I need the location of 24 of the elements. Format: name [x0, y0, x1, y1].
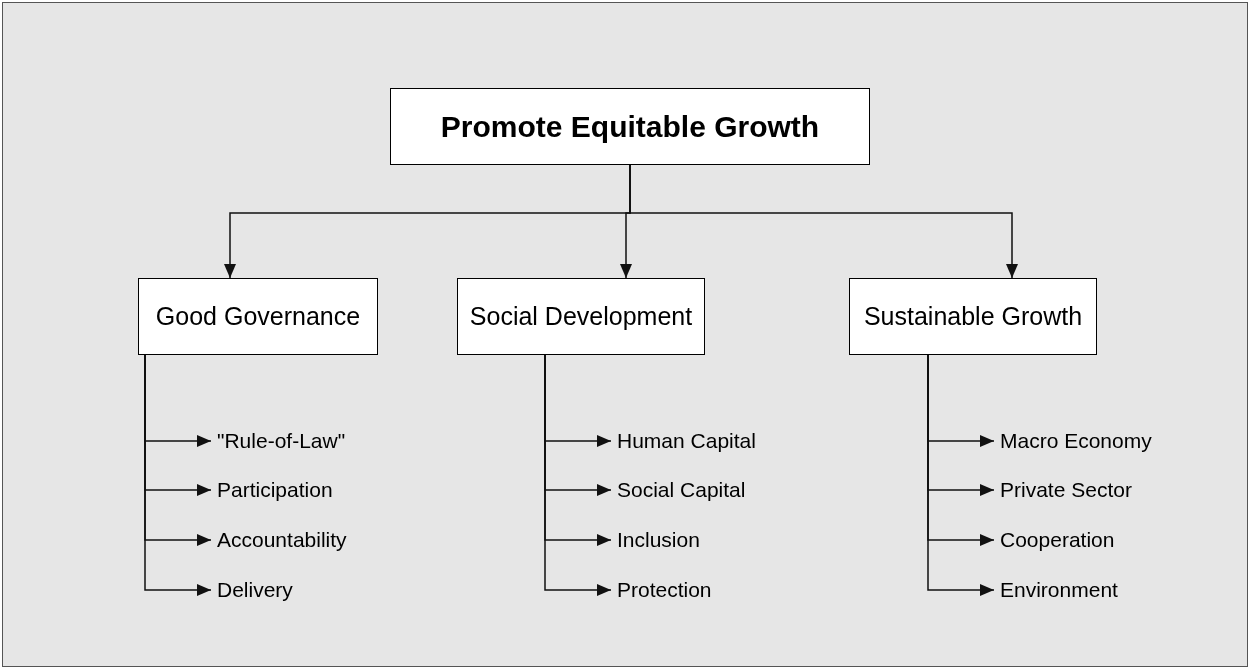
item-label: Cooperation [1000, 527, 1115, 554]
node-box [138, 278, 378, 355]
node-box [390, 88, 870, 165]
arrow [144, 354, 212, 596]
node-label: Social Development [469, 300, 693, 332]
item-label: Human Capital [617, 428, 756, 455]
item-label: Macro Economy [1000, 428, 1152, 455]
item-label: Delivery [217, 577, 293, 604]
node-label: Sustainable Growth [863, 300, 1083, 332]
node-label: Promote Equitable Growth [440, 109, 820, 145]
item-label: Inclusion [617, 527, 700, 554]
item-label: Environment [1000, 577, 1118, 604]
item-label: Social Capital [617, 477, 746, 504]
item-label: Accountability [217, 527, 347, 554]
arrow [927, 354, 995, 596]
arrow [544, 354, 612, 596]
node-label: Good Governance [155, 300, 361, 332]
item-label: Private Sector [1000, 477, 1132, 504]
item-label: Protection [617, 577, 712, 604]
item-label: Participation [217, 477, 333, 504]
arrow [629, 164, 1018, 279]
item-label: "Rule-of-Law" [217, 428, 346, 455]
node-box [457, 278, 705, 355]
node-box [849, 278, 1097, 355]
